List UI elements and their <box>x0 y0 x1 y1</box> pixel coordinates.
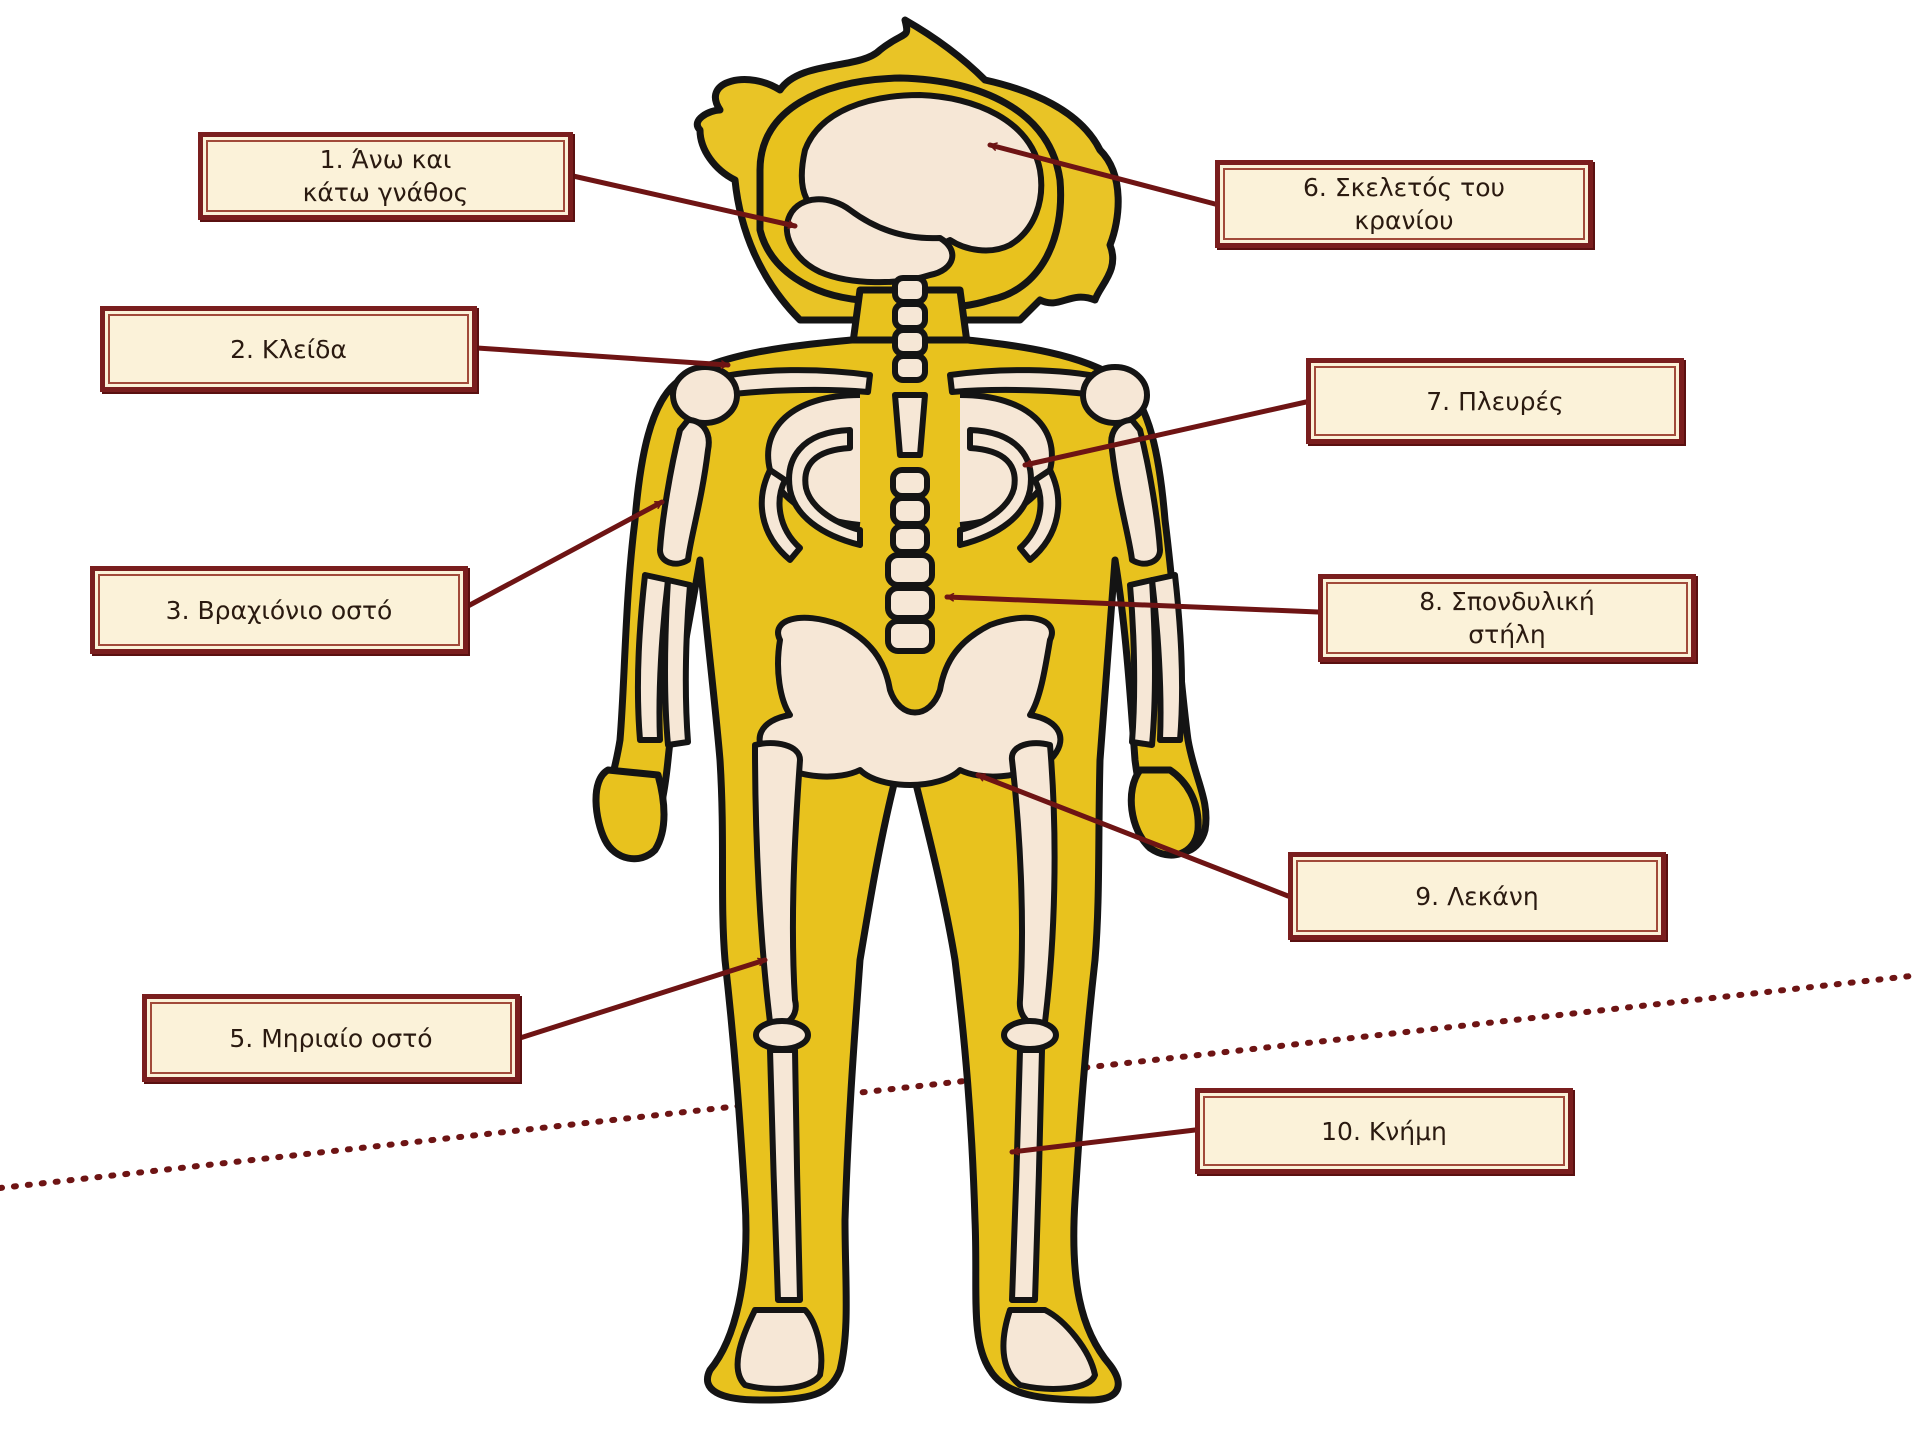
label-tibia: 10. Κνήμη <box>1195 1088 1573 1174</box>
label-clavicle: 2. Κλείδα <box>100 306 477 392</box>
label-pelvis: 9. Λεκάνη <box>1288 852 1666 940</box>
label-jaw: 1. Άνω και κάτω γνάθος <box>198 132 573 220</box>
sternum <box>895 395 925 455</box>
left-tibia <box>770 1050 800 1300</box>
label-spine: 8. Σπονδυλική στήλη <box>1318 574 1696 662</box>
label-femur: 5. Μηριαίο οστό <box>142 994 520 1082</box>
label-ribs: 7. Πλευρές <box>1306 358 1684 444</box>
right-femur <box>1012 743 1055 1025</box>
right-hand <box>1131 770 1198 855</box>
left-hand <box>596 770 664 859</box>
label-skull: 6. Σκελετός του κρανίου <box>1215 160 1593 248</box>
arrow-clavicle <box>477 348 728 365</box>
right-tibia <box>1012 1050 1042 1300</box>
label-humerus: 3. Βραχιόνιο οστό <box>90 566 468 654</box>
